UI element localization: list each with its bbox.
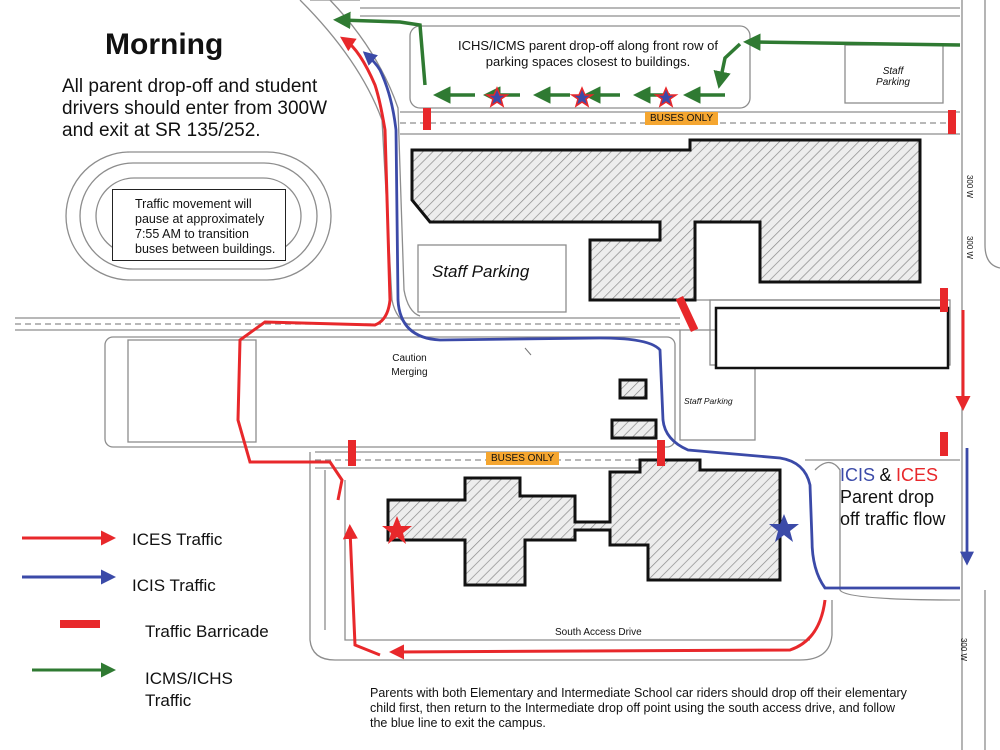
flow-text: Parent drop off traffic flow xyxy=(840,487,946,529)
road-300w-label: 300 W xyxy=(965,174,975,199)
barricades xyxy=(348,108,956,466)
legend-barricade-label: Traffic Barricade xyxy=(145,622,269,641)
star-icon xyxy=(569,86,595,108)
drop-off-note: ICHS/ICMS parent drop-off along front ro… xyxy=(458,38,718,69)
south-access-drive-label: South Access Drive xyxy=(555,627,642,638)
flow-amp: & xyxy=(879,465,892,485)
legend-symbols xyxy=(22,530,116,678)
pause-note-box xyxy=(112,189,286,261)
buses-only-badge-bottom: BUSES ONLY xyxy=(486,452,560,465)
buses-only-badge-top: BUSES ONLY xyxy=(645,112,719,125)
flow-icis: ICIS xyxy=(840,465,876,485)
icis-route xyxy=(362,51,974,590)
high-school-building xyxy=(410,138,922,302)
flow-ices: ICES xyxy=(895,465,938,485)
pause-note: Traffic movement will pause at approxima… xyxy=(135,197,276,256)
star-icon xyxy=(653,86,679,108)
elementary-intermediate-building xyxy=(386,458,782,587)
staff-parking-main-label: Staff Parking xyxy=(432,262,530,281)
portable-building xyxy=(610,418,658,440)
star-icon xyxy=(484,86,510,108)
bottom-instructions: Parents with both Elementary and Interme… xyxy=(370,686,907,730)
caution-merging-label: Caution Merging xyxy=(391,353,428,378)
ices-drop-off-star-icon xyxy=(382,516,412,544)
icms-drop-off-stars xyxy=(484,86,679,108)
barricade-legend-icon xyxy=(60,620,100,628)
outbuilding xyxy=(714,306,950,370)
barricade xyxy=(348,440,356,466)
legend-icis-label: ICIS Traffic xyxy=(132,576,216,595)
portable-building xyxy=(618,378,648,400)
page-title: Morning xyxy=(105,28,224,61)
subtitle: All parent drop-off and student drivers … xyxy=(62,76,328,141)
merge-tick xyxy=(524,347,532,356)
staff-parking-top-label: Staff Parking xyxy=(876,66,910,88)
barricade xyxy=(657,440,665,466)
barricade xyxy=(675,295,699,333)
icis-drop-off-star-icon xyxy=(769,514,799,542)
barricade xyxy=(940,288,948,312)
buildings xyxy=(386,138,922,587)
legend-ices-label: ICES Traffic xyxy=(132,530,223,549)
legend-icms-label: ICMS/ICHS Traffic xyxy=(145,669,233,710)
road-300w-label: 300 W xyxy=(965,235,975,260)
road-300w-label: 300 W xyxy=(959,637,969,662)
parent-drop-off-flow-label: ICIS & ICES Parent drop off traffic flow xyxy=(840,464,958,584)
barricade xyxy=(948,110,956,134)
barricade xyxy=(423,108,431,130)
barricade xyxy=(940,432,948,456)
staff-parking-small-label: Staff Parking xyxy=(684,396,733,406)
